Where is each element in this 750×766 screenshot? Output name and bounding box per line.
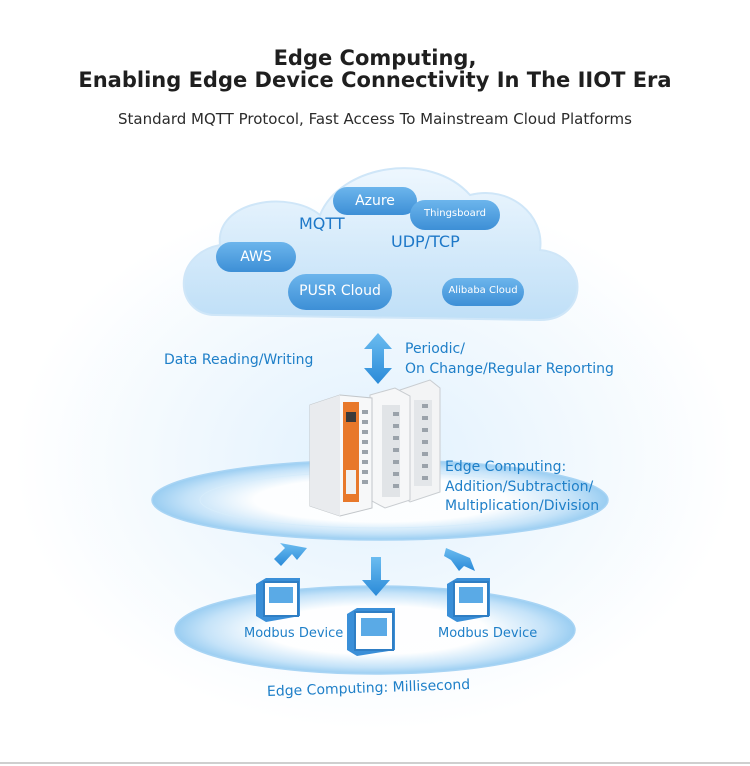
label-edge-line2: Addition/Subtraction/ bbox=[445, 479, 594, 495]
label-reporting-line2: On Change/Regular Reporting bbox=[405, 361, 614, 377]
platform-thingsboard: Thingsboard bbox=[424, 208, 486, 219]
alibaba-pill bbox=[442, 278, 524, 306]
subtitle: Standard MQTT Protocol, Fast Access To M… bbox=[118, 110, 632, 128]
label-edge-line3: Multiplication/Division bbox=[445, 498, 600, 514]
aws-pill bbox=[216, 242, 296, 272]
modbus-device-right-label: Modbus Device bbox=[438, 626, 538, 641]
platform-alibaba-cloud: Alibaba Cloud bbox=[448, 285, 518, 296]
bottom-divider bbox=[0, 762, 750, 764]
protocol-udp-tcp: UDP/TCP bbox=[391, 232, 460, 251]
label-data-read-write: Data Reading/Writing bbox=[164, 352, 314, 368]
thingsboard-pill bbox=[410, 200, 500, 230]
gateway-device bbox=[309, 379, 441, 517]
down-arrow-left-icon bbox=[274, 543, 307, 566]
label-reporting-line1: Periodic/ bbox=[405, 341, 465, 357]
modbus-device-left-icon bbox=[256, 578, 300, 622]
bidirectional-arrow-icon bbox=[364, 333, 392, 384]
modbus-device-right-icon bbox=[447, 578, 490, 622]
down-arrow-right-icon bbox=[444, 548, 475, 571]
down-arrow-center-icon bbox=[362, 557, 390, 596]
platform-aws: AWS bbox=[240, 249, 272, 265]
azure-pill bbox=[333, 187, 417, 215]
modbus-device-left-label: Modbus Device bbox=[244, 626, 344, 641]
protocol-mqtt: MQTT bbox=[299, 214, 345, 233]
modbus-device-center-icon bbox=[347, 608, 395, 656]
platform-azure: Azure bbox=[355, 193, 395, 209]
label-edge-line1: Edge Computing: bbox=[445, 459, 567, 475]
title-line-1: Edge Computing, bbox=[273, 46, 477, 70]
pusr-cloud-pill bbox=[288, 274, 392, 310]
platform-pusr-cloud: PUSR Cloud bbox=[299, 283, 381, 299]
title-line-2: Enabling Edge Device Connectivity In The… bbox=[78, 68, 672, 92]
